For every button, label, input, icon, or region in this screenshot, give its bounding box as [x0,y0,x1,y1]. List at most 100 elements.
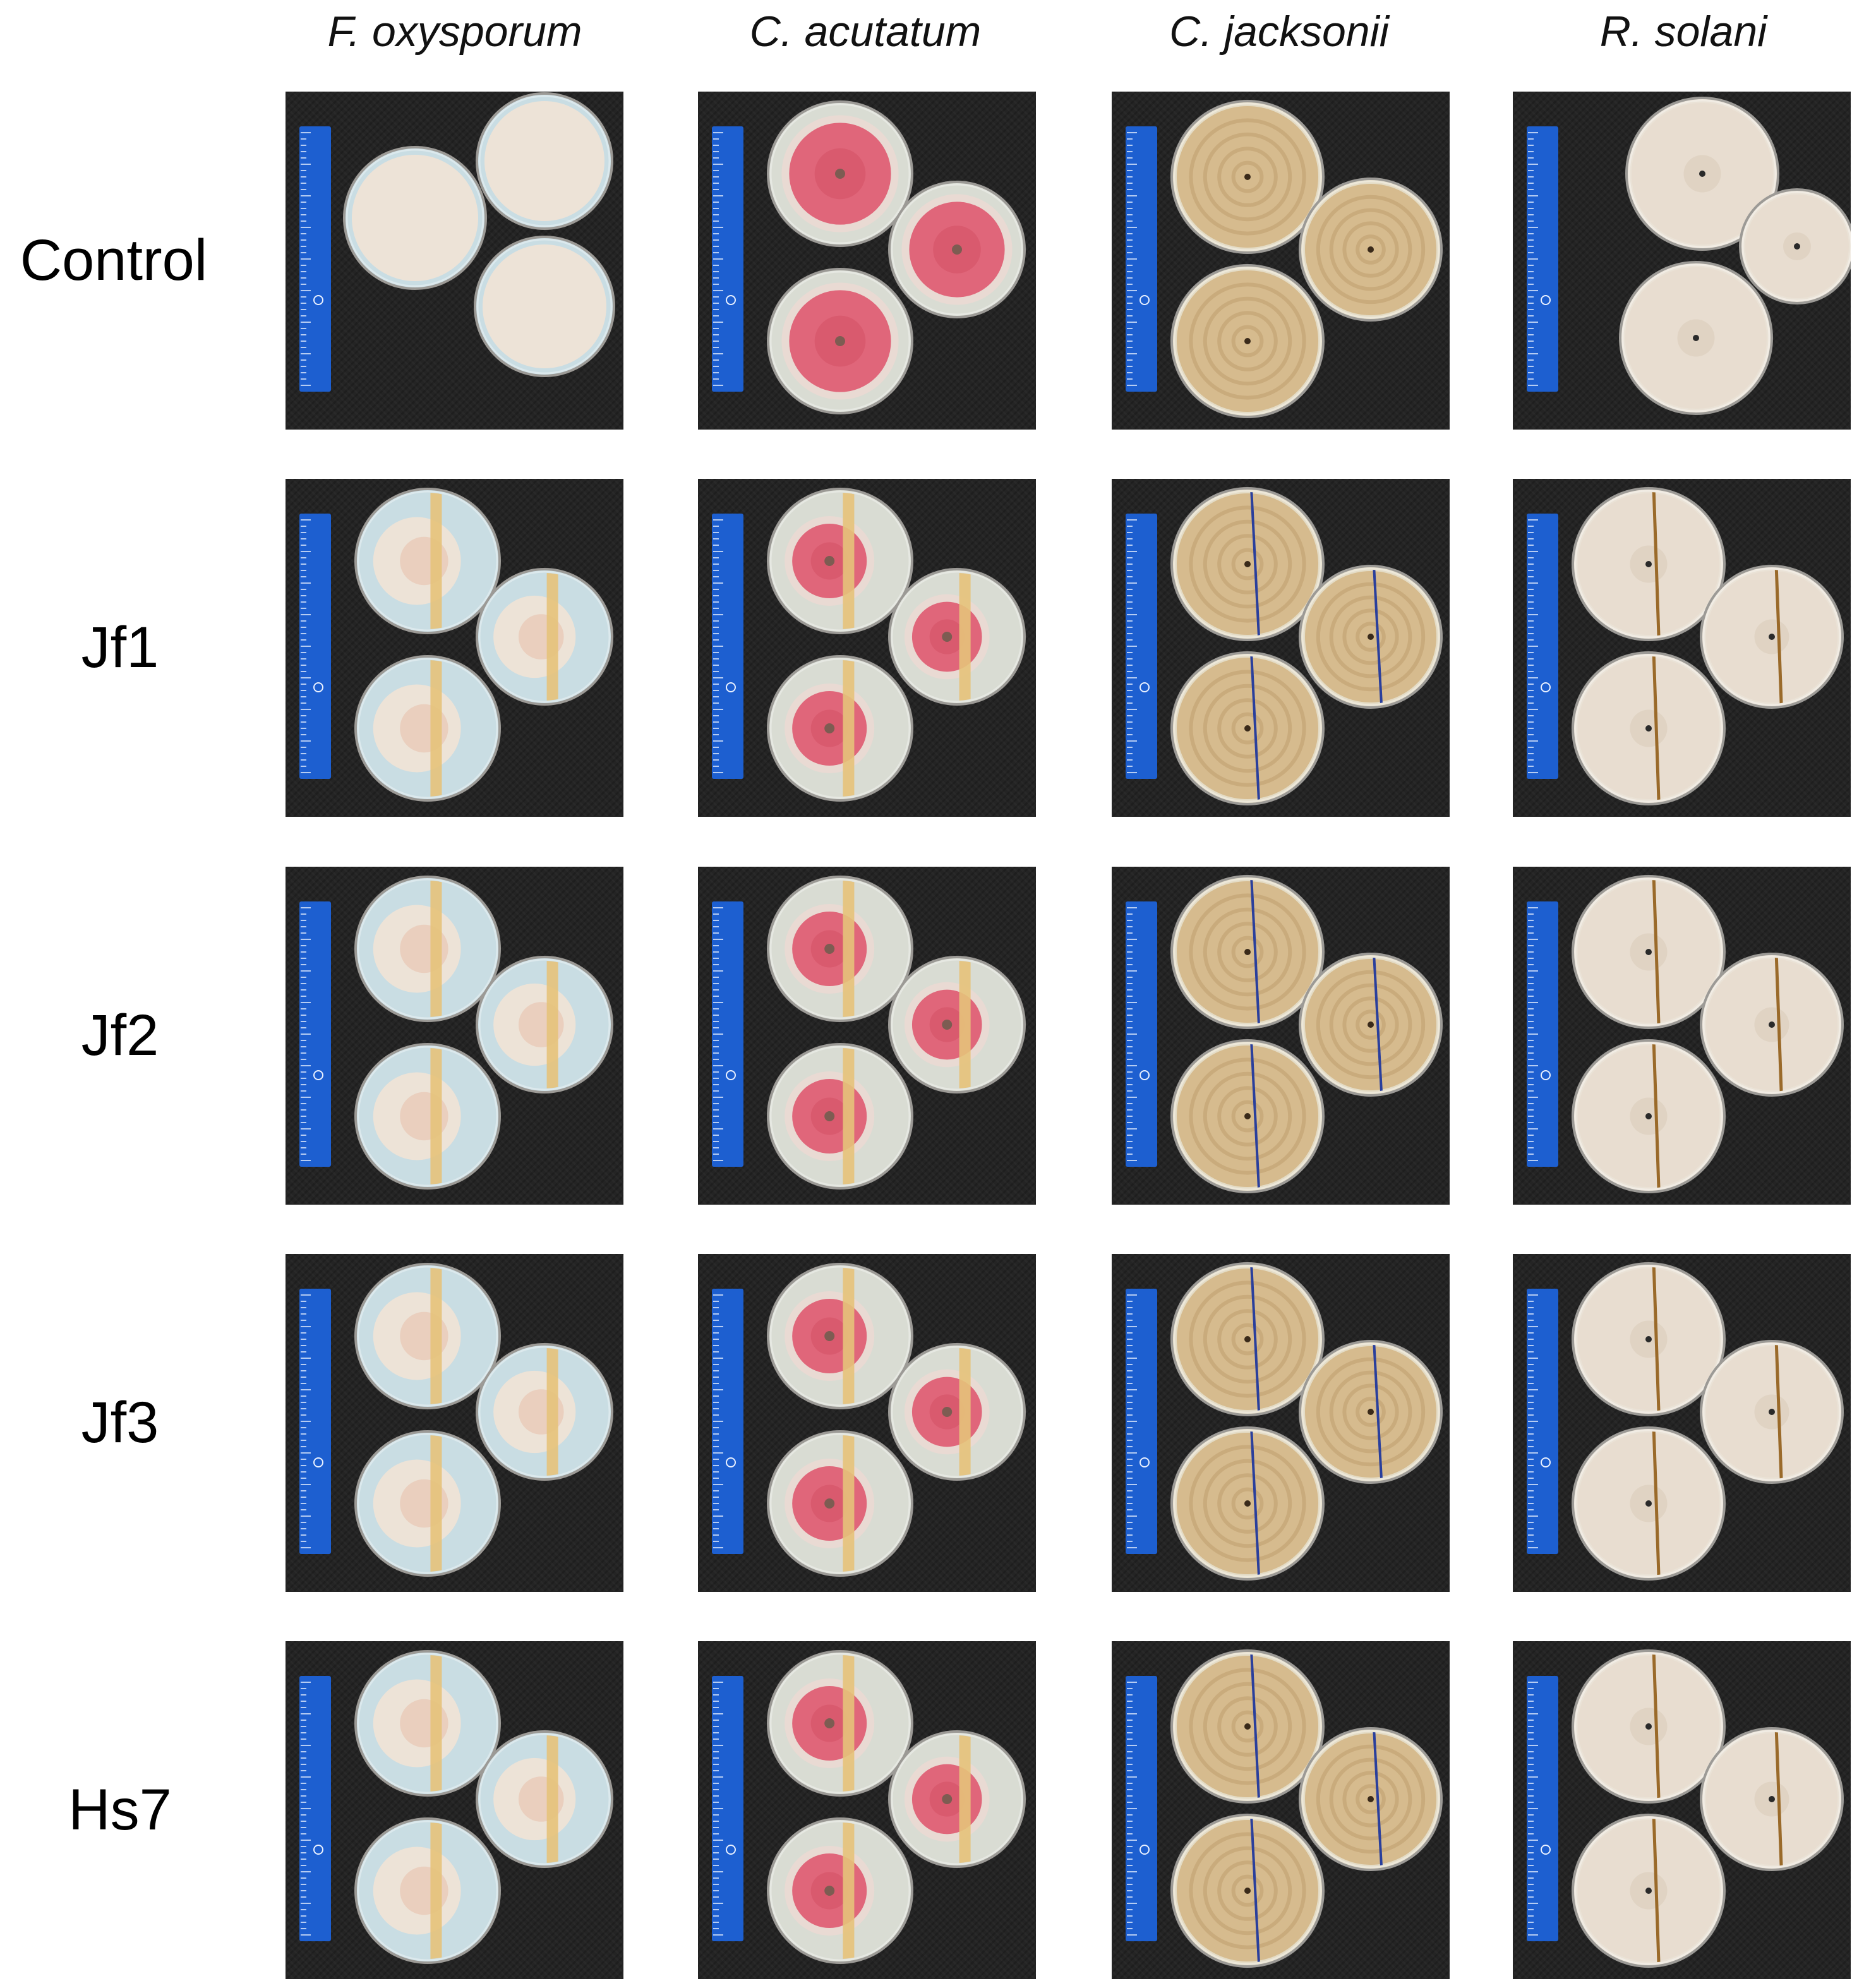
plate-photo-drawing [712,1650,1026,1964]
plate-photo-hs7-rso [1513,1641,1851,1979]
plate-photo-jf1-cac [698,479,1036,817]
bacterial-streak [1250,880,1261,1024]
petri-dish [1299,1340,1443,1484]
petri-dish [354,488,501,634]
plate-photo-jf1-rso [1513,479,1851,817]
plate-photo-jf2-cja [1112,867,1450,1205]
petri-dish [1700,953,1844,1097]
column-header-c-acutatum: C. acutatum [749,8,982,56]
petri-dish [1170,1649,1325,1804]
petri-dish [767,1650,913,1797]
petri-dish [354,1263,501,1409]
bacterial-streak [843,881,855,1017]
bacterial-streak [1652,1819,1661,1963]
petri-dish [767,268,913,414]
plate-photo-control-cac [698,92,1036,430]
bacterial-streak [1652,492,1661,636]
petri-dish [1170,1814,1325,1968]
plate-photo-jf1-fox [286,479,623,817]
bacterial-streak [1652,1654,1661,1798]
petri-dish [1299,565,1443,709]
petri-dish [354,1817,501,1964]
bacterial-streak [430,1655,442,1792]
bacterial-streak [546,1348,558,1476]
plate-photo-drawing [1126,875,1443,1193]
ruler [299,1676,331,1941]
bacterial-streak [1373,1732,1383,1866]
ruler [712,1676,743,1941]
plate-photo-drawing [1126,1649,1443,1968]
petri-dish [476,568,613,706]
bacterial-streak [430,1435,442,1572]
row-label-jf2: Jf2 [81,1003,159,1068]
bacterial-streak [430,1268,442,1404]
bacterial-streak [843,1435,855,1572]
ruler [712,901,743,1167]
petri-dish [1170,875,1325,1029]
ruler [1527,901,1558,1167]
ruler [712,514,743,779]
row-label-jf3: Jf3 [81,1390,159,1455]
petri-dish [1170,264,1325,418]
plate-photo-drawing [299,876,613,1190]
petri-dish [1572,487,1726,641]
ruler [1527,514,1558,779]
petri-dish [354,1043,501,1190]
petri-dish [1572,1262,1726,1416]
petri-dish [354,1650,501,1797]
petri-dish [474,236,615,377]
bacterial-streak [843,1655,855,1792]
petri-dish [343,146,487,290]
bacterial-streak [959,573,971,701]
petri-dish [767,1817,913,1964]
plate-photo-drawing [1527,1262,1844,1581]
fungal-colony [483,244,606,368]
plate-photo-jf2-fox [286,867,623,1205]
bacterial-streak [1250,1819,1261,1963]
petri-dish [888,1730,1026,1868]
petri-dish [354,876,501,1022]
plate-photo-drawing [299,1263,613,1577]
petri-dish [476,92,613,230]
ruler [1126,1289,1157,1554]
bacterial-streak [430,493,442,629]
bacterial-streak [843,1822,855,1959]
plate-photo-hs7-fox [286,1641,623,1979]
petri-dish [1700,1727,1844,1871]
plate-photo-drawing [1126,1262,1443,1581]
petri-dish [888,181,1026,318]
plate-photo-drawing [1126,487,1443,805]
plate-photo-drawing [299,92,615,392]
petri-dish [767,488,913,634]
bacterial-streak [1652,1044,1661,1188]
bacterial-streak [1652,1431,1661,1575]
petri-dish [354,655,501,802]
plate-photo-jf2-rso [1513,867,1851,1205]
petri-dish [1170,1426,1325,1581]
petri-dish [1572,875,1726,1029]
bacterial-streak [1373,958,1383,1092]
petri-dish [767,876,913,1022]
bacterial-streak [843,660,855,797]
petri-dish [1739,188,1851,304]
petri-dish [476,1343,613,1481]
petri-dish [767,655,913,802]
plate-photo-hs7-cac [698,1641,1036,1979]
ruler [712,1289,743,1554]
fungal-colony [352,155,478,281]
ruler [1527,126,1558,392]
bacterial-streak [1373,1345,1383,1479]
petri-dish [1572,651,1726,805]
bacterial-streak [1250,656,1261,800]
bacterial-streak [430,1048,442,1184]
plate-photo-drawing [1126,100,1443,418]
bacterial-streak [1250,1431,1261,1575]
petri-dish [476,1730,613,1868]
ruler [1126,126,1157,392]
bacterial-streak [843,1268,855,1404]
plate-photo-hs7-cja [1112,1641,1450,1979]
petri-dish [888,568,1026,706]
petri-dish [1170,1039,1325,1193]
plate-photo-drawing [712,1263,1026,1577]
plate-photo-drawing [1527,97,1851,415]
